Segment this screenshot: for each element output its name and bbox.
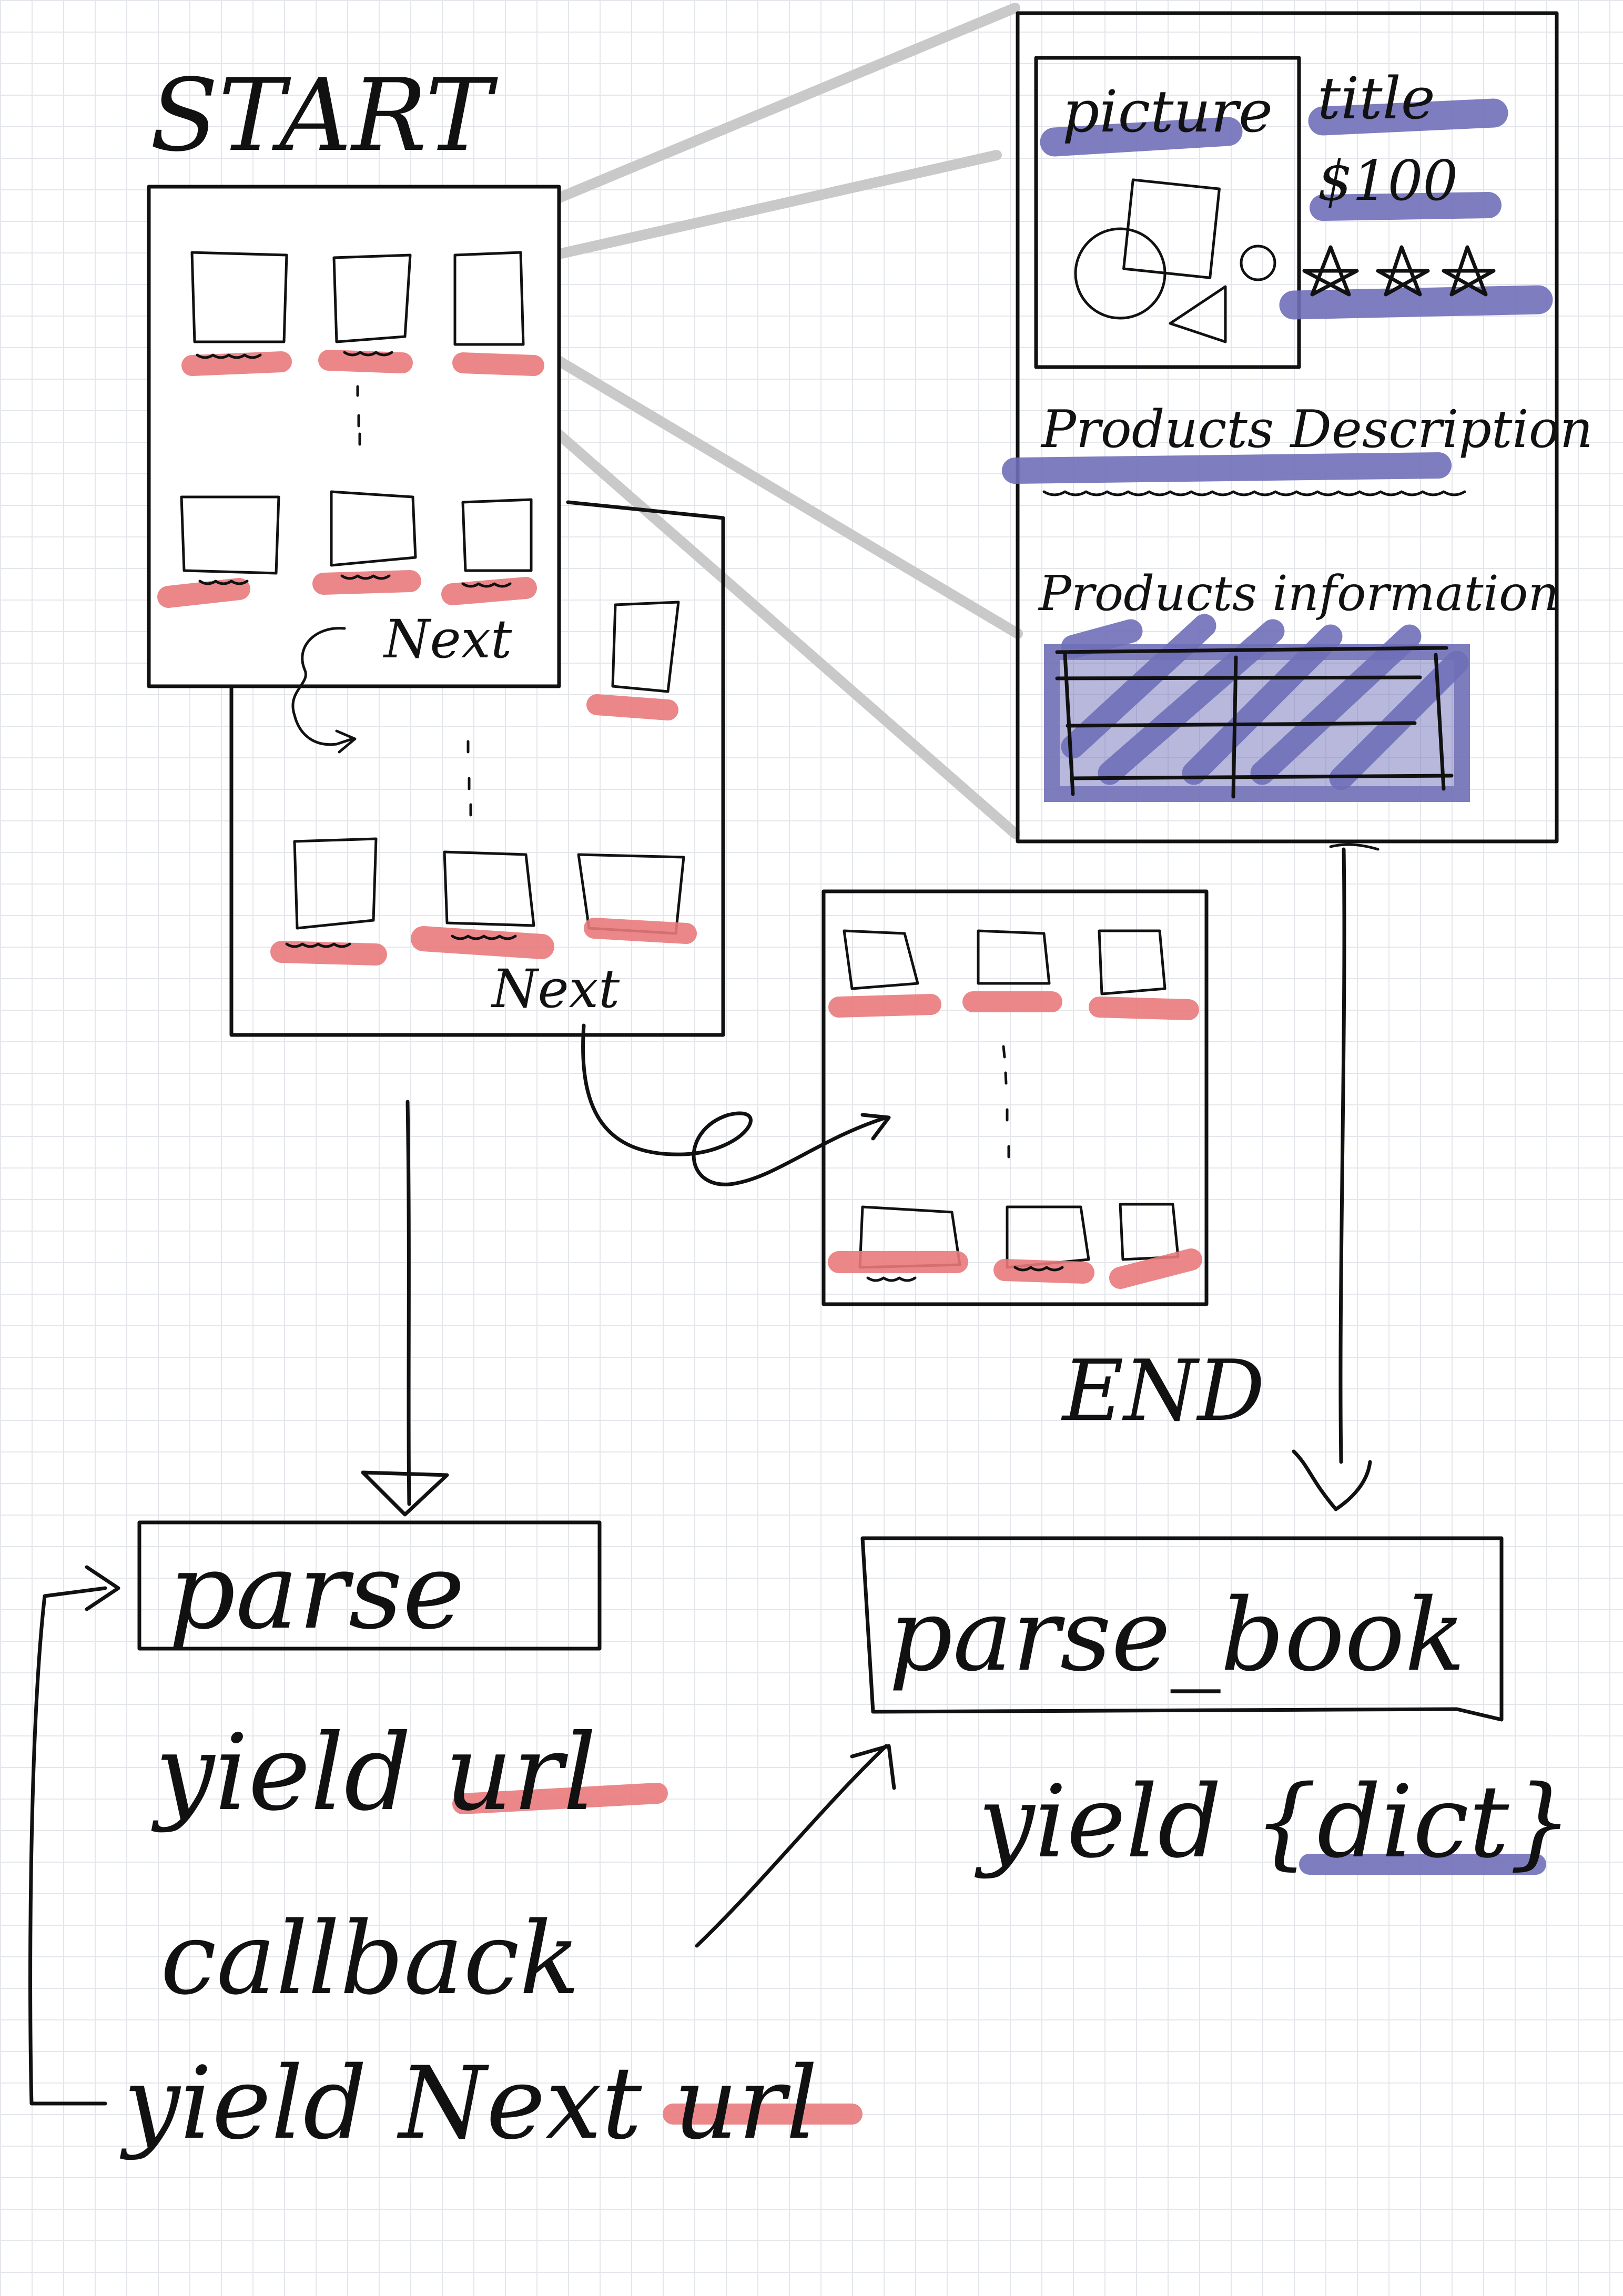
url-highlight <box>452 1783 668 1814</box>
loop-back-arrow <box>28 1565 120 2106</box>
arrow-head <box>1292 1449 1372 1511</box>
product-thumbnail <box>977 929 1051 985</box>
product-thumbnail <box>461 498 533 572</box>
parse-line-3: yield Next url <box>119 2045 818 2161</box>
product-thumbnail <box>443 850 535 927</box>
picture-placeholder-triangle <box>1169 285 1227 343</box>
parse-function-name: parse <box>168 1530 465 1653</box>
start-label: START <box>150 57 498 174</box>
picture-placeholder-circle <box>1074 227 1166 320</box>
arrow-to-parse <box>405 1100 411 1506</box>
product-detail-page <box>1002 11 1559 851</box>
picture-placeholder-square <box>1122 178 1221 279</box>
price-label: $100 <box>1317 149 1458 213</box>
parse-function-box <box>137 1520 602 1651</box>
product-thumbnail <box>1119 1203 1180 1261</box>
picture-placeholder-dot <box>1240 245 1276 281</box>
parse-book-line-1: yield {dict} <box>974 1764 1573 1880</box>
product-thumbnail <box>611 601 680 693</box>
product-thumbnail <box>332 253 412 343</box>
product-thumbnail <box>330 490 417 567</box>
product-thumbnail <box>293 837 378 930</box>
product-thumbnail <box>180 495 280 575</box>
flow-arrows <box>28 847 1372 2106</box>
callback-arrow <box>695 1744 896 1948</box>
parse-line-2: callback <box>160 1901 580 2017</box>
parse-line-1: yield url <box>151 1712 596 1834</box>
listing-page-2 <box>229 500 725 1037</box>
listing-page-3 <box>821 889 1209 1306</box>
end-label: END <box>1061 1342 1265 1440</box>
next-arrow-2 <box>581 1023 891 1186</box>
title-label: title <box>1317 65 1435 132</box>
products-description-label: Products Description <box>1040 400 1593 460</box>
next-label-2: Next <box>491 958 620 1020</box>
product-thumbnail <box>1098 929 1166 995</box>
product-thumbnail <box>843 929 919 990</box>
arrow-head <box>361 1470 449 1517</box>
product-thumbnail <box>190 251 288 343</box>
arrow-to-parse-book <box>1338 847 1346 1464</box>
product-thumbnail <box>1006 1205 1090 1269</box>
product-thumbnail <box>453 251 525 346</box>
picture-label: picture <box>1062 78 1273 145</box>
listing-page-1 <box>147 185 561 754</box>
products-information-label: Products information <box>1038 565 1559 622</box>
parse-book-function-box <box>860 1536 1504 1722</box>
next-label-1: Next <box>383 608 512 670</box>
parse-book-function-name: parse_book <box>889 1577 1465 1693</box>
